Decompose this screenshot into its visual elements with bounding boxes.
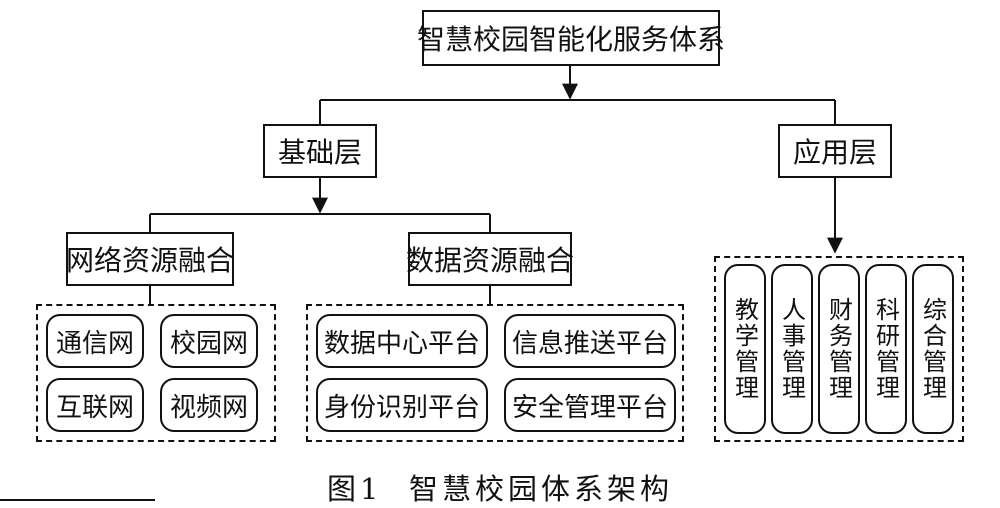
data-platform-label: 信息推送平台 xyxy=(511,328,668,359)
data-platform-item: 信息推送平台 xyxy=(504,314,676,368)
footnote-rule xyxy=(0,499,155,501)
application-item: 财务管理 xyxy=(818,264,860,434)
application-item: 科研管理 xyxy=(865,264,907,434)
network-item: 视频网 xyxy=(160,378,258,432)
data-platform-item: 身份识别平台 xyxy=(316,378,488,432)
network-group xyxy=(36,304,276,442)
basic-layer-node: 基础层 xyxy=(263,124,377,178)
figure-number: 图1 xyxy=(327,472,383,506)
network-item: 互联网 xyxy=(46,378,144,432)
application-item-label: 综合管理 xyxy=(918,297,947,401)
application-group xyxy=(714,256,964,442)
data-resource-node: 数据资源融合 xyxy=(406,232,575,286)
application-layer-node: 应用层 xyxy=(778,124,892,178)
network-item-label: 通信网 xyxy=(55,328,134,359)
network-item-label: 视频网 xyxy=(169,392,248,423)
network-item: 通信网 xyxy=(46,314,144,368)
network-item-label: 互联网 xyxy=(55,392,134,423)
data-resource-label: 数据资源融合 xyxy=(406,244,575,277)
network-resource-node: 网络资源融合 xyxy=(66,232,234,286)
data-platform-label: 身份识别平台 xyxy=(323,392,480,423)
network-item-label: 校园网 xyxy=(169,328,248,359)
data-platform-label: 数据中心平台 xyxy=(323,328,480,359)
data-group xyxy=(306,304,684,442)
application-item-label: 科研管理 xyxy=(871,297,900,401)
root-node: 智慧校园智能化服务体系 xyxy=(417,10,725,66)
basic-layer-label: 基础层 xyxy=(277,136,362,169)
application-item: 综合管理 xyxy=(912,264,954,434)
application-item: 教学管理 xyxy=(724,264,766,434)
application-layer-label: 应用层 xyxy=(792,136,877,169)
network-resource-label: 网络资源融合 xyxy=(66,244,235,277)
root-node-label: 智慧校园智能化服务体系 xyxy=(417,23,726,56)
data-platform-label: 安全管理平台 xyxy=(511,392,668,423)
network-item: 校园网 xyxy=(160,314,258,368)
figure-caption: 图1 智慧校园体系架构 xyxy=(0,466,1000,508)
application-item: 人事管理 xyxy=(771,264,813,434)
application-item-label: 教学管理 xyxy=(730,297,759,401)
application-item-label: 财务管理 xyxy=(824,297,853,401)
application-item-label: 人事管理 xyxy=(777,297,806,401)
figure-title: 智慧校园体系架构 xyxy=(408,472,673,506)
data-platform-item: 数据中心平台 xyxy=(316,314,488,368)
data-platform-item: 安全管理平台 xyxy=(504,378,676,432)
